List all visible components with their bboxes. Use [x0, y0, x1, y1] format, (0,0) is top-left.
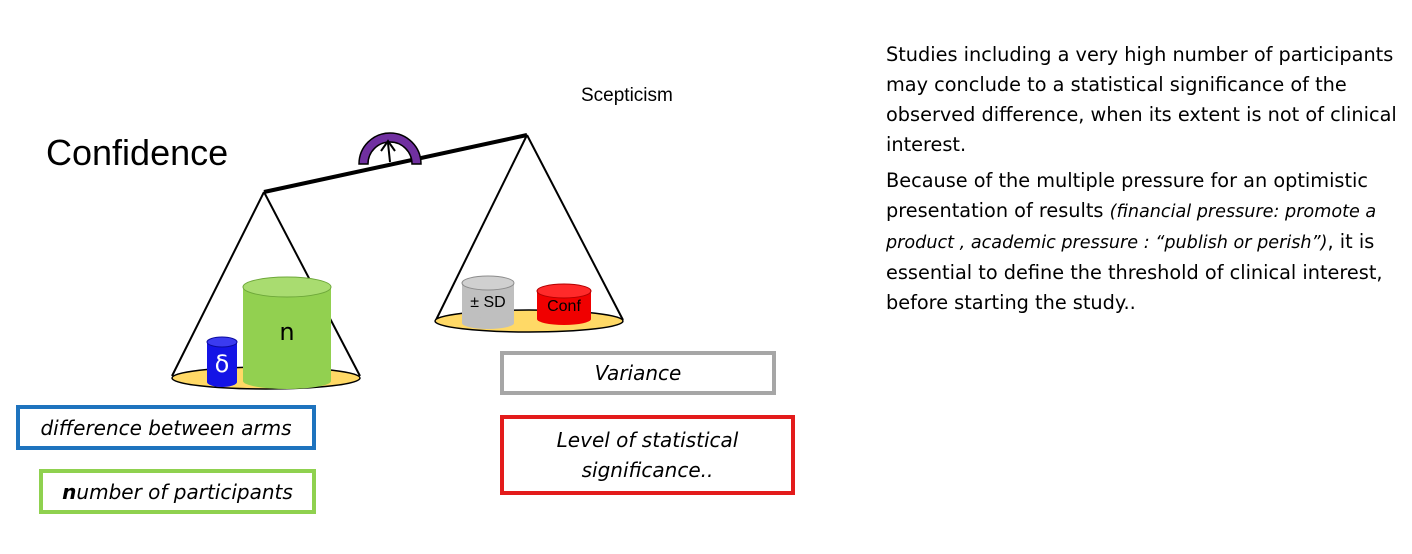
- explanation-paragraph-1: Studies including a very high number of …: [886, 43, 1397, 156]
- significance-line-2: significance..: [581, 458, 714, 482]
- n-symbol: n: [279, 318, 294, 346]
- paragraph-2-italic: (financial pressure: promote a product ,…: [886, 202, 1377, 253]
- scepticism-title: Scepticism: [581, 85, 673, 106]
- paragraph-2-end: , it is essential to define the threshol…: [886, 230, 1383, 314]
- statistical-significance-box: Level of statistical significance..: [500, 415, 795, 495]
- significance-line-1: Level of statistical: [556, 428, 739, 452]
- sd-symbol: ± SD: [470, 294, 505, 311]
- explanation-panel: Studies including a very high number of …: [886, 40, 1401, 324]
- explanation-paragraph-2: Because of the multiple pressure for an …: [886, 166, 1401, 318]
- difference-label: difference between arms: [40, 415, 292, 440]
- difference-between-arms-box: difference between arms: [16, 405, 316, 450]
- conf-weight: Conf: [536, 283, 592, 325]
- delta-weight: δ: [206, 336, 238, 387]
- paragraph-2-start: Because of the multiple pressure for an …: [886, 169, 1368, 222]
- variance-label: Variance: [594, 361, 682, 385]
- pivot-gauge-icon: [358, 132, 422, 165]
- variance-box: Variance: [500, 351, 776, 395]
- n-weight: n: [242, 276, 332, 389]
- conf-symbol: Conf: [547, 298, 581, 315]
- participants-bold-letter: n: [62, 479, 77, 504]
- confidence-title: Confidence: [46, 132, 229, 173]
- sd-weight: ± SD: [461, 275, 515, 329]
- scale-beam: [263, 133, 528, 194]
- delta-symbol: δ: [215, 350, 230, 378]
- participants-label: umber of participants: [76, 479, 293, 504]
